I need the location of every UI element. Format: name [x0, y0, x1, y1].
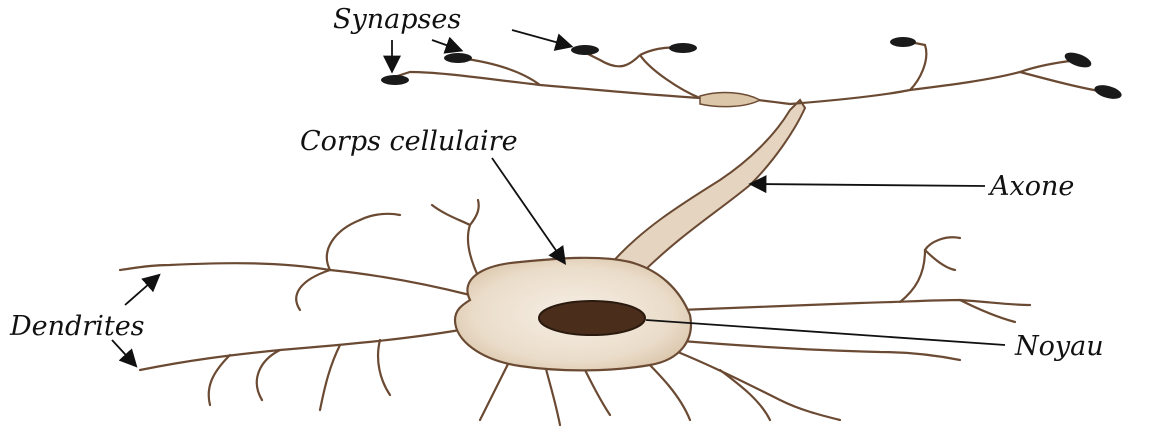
synapse-terminals	[381, 37, 1123, 101]
label-corps-cellulaire: Corps cellulaire	[300, 128, 518, 155]
axon-hillock-swelling	[700, 93, 760, 107]
label-noyau: Noyau	[1015, 333, 1104, 360]
nucleus	[539, 301, 645, 335]
label-dendrites: Dendrites	[10, 313, 145, 340]
label-synapses: Synapses	[333, 6, 461, 33]
label-axone: Axone	[990, 173, 1074, 200]
axon	[610, 100, 805, 275]
